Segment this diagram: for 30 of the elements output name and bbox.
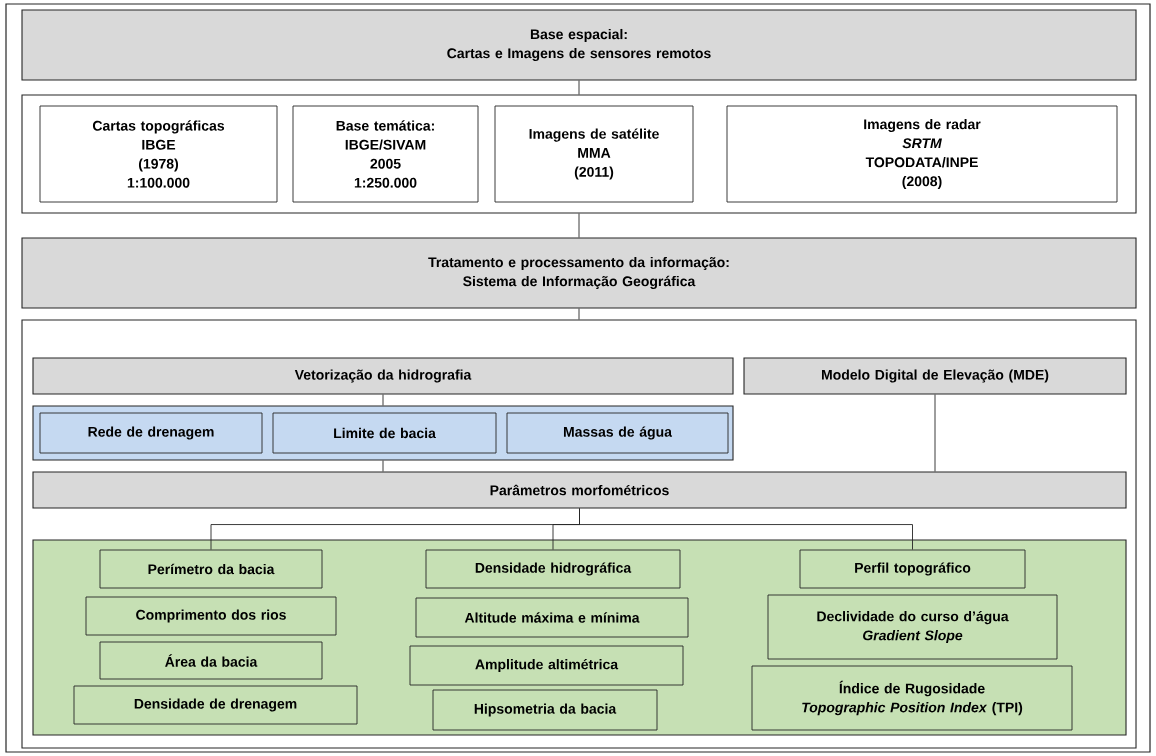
parameter-box: Índice de Rugosidade Topographic Position Index (TPI): [751, 665, 1073, 731]
connector-line: [578, 308, 580, 320]
parameter-box: Perímetro da bacia: [99, 549, 323, 589]
parameter-box: Altitude máxima e mínima: [415, 597, 689, 638]
parameter-box: Comprimento dos rios: [85, 596, 337, 636]
source-box: Imagens de satélite MMA (2011): [494, 105, 694, 203]
parameter-box: Hipsometria da bacia: [432, 689, 658, 731]
process-box: Parâmetros morfométricos: [32, 471, 1127, 509]
source-box: Imagens de radar SRTM TOPODATA/INPE (2008): [726, 105, 1118, 203]
parameter-box: Densidade de drenagem: [73, 685, 358, 725]
layer-box: Massas de água: [506, 412, 729, 454]
process-box: Modelo Digital de Elevação (MDE): [743, 357, 1127, 395]
parameter-box: Perfil topográfico: [799, 549, 1026, 589]
parameter-box: Amplitude altimétrica: [409, 645, 684, 686]
parameter-box: Área da bacia: [99, 641, 323, 680]
layer-box: Rede de drenagem: [39, 412, 263, 454]
parameter-box: Densidade hidrográfica: [425, 549, 681, 589]
header-box: Tratamento e processamento da informação: Sistema de Informação Geográfica: [21, 237, 1137, 309]
connector-line: [382, 394, 384, 406]
connector-line: [579, 508, 913, 550]
connector-line: [934, 394, 936, 472]
connector-line: [578, 80, 580, 95]
source-box: Base temática: IBGE/SIVAM 2005 1:250.000: [292, 105, 479, 203]
connector-line: [382, 460, 384, 472]
parameter-box: Declividade do curso d’água Gradient Slope: [767, 594, 1058, 660]
layer-box: Limite de bacia: [272, 412, 497, 454]
source-box: Cartas topográficas IBGE (1978) 1:100.000: [39, 105, 278, 203]
header-box: Base espacial: Cartas e Imagens de sensores remotos: [21, 9, 1137, 81]
connector-line: [578, 213, 580, 238]
process-box: Vetorização da hidrografia: [32, 357, 734, 395]
